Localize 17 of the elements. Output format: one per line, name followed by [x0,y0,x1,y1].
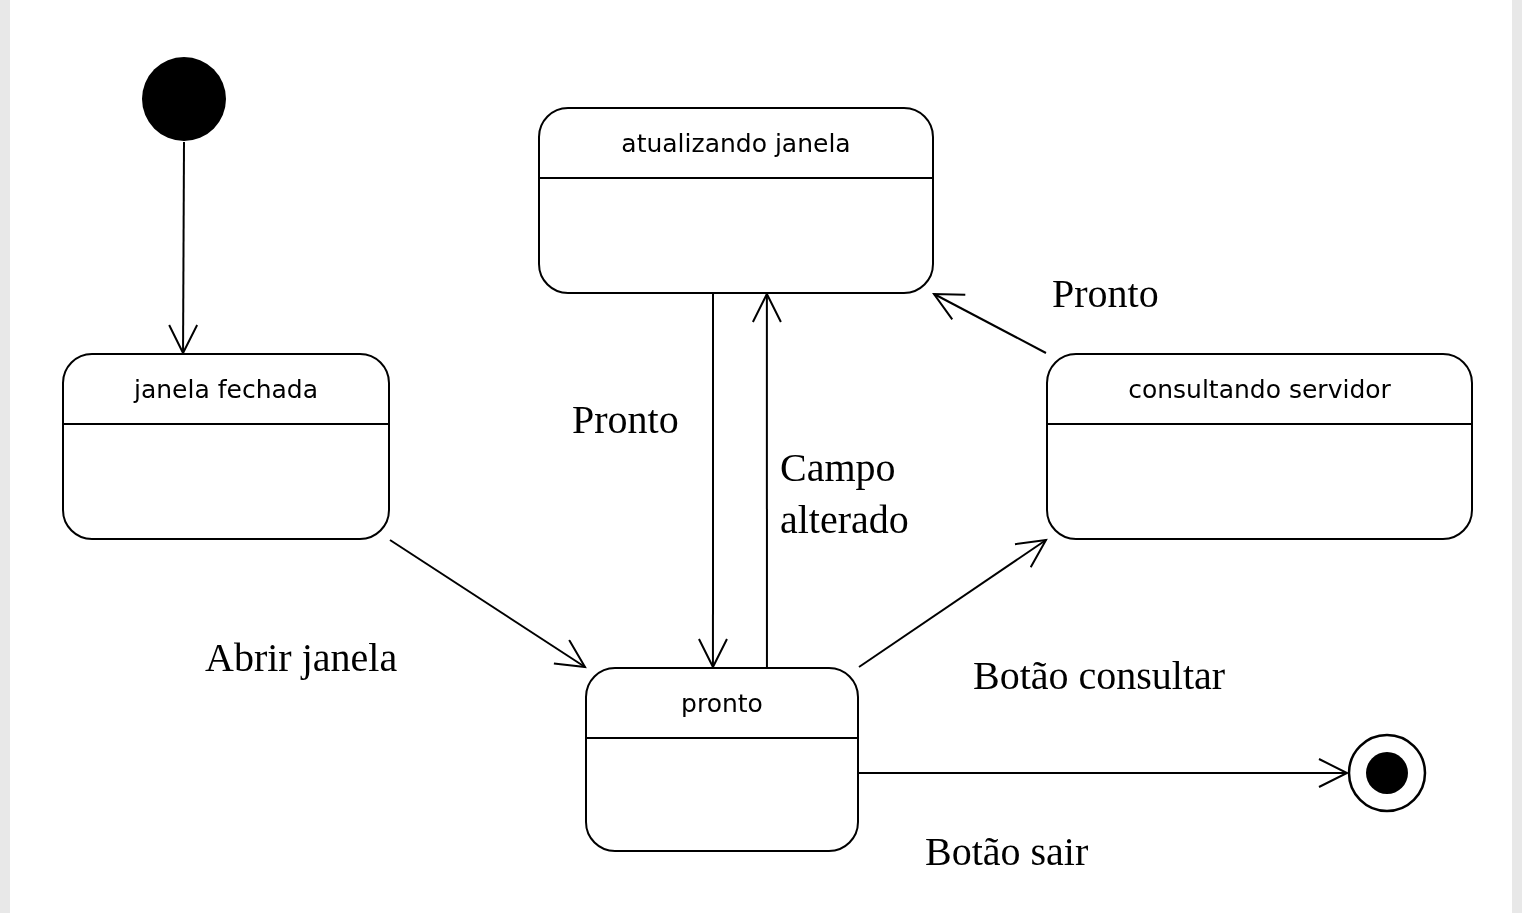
transition-arrow [858,758,1348,788]
state-name: atualizando janela [621,128,851,158]
state-box [62,353,390,540]
transition-arrow [933,293,1047,354]
state-box [538,107,934,294]
initial-state-dot [141,56,227,142]
final-state-symbol [1347,733,1427,813]
state-box [585,667,859,852]
transition-arrow [751,293,782,668]
transition-arrow [697,293,728,668]
transition-arrow [389,539,586,668]
state-name: janela fechada [134,374,318,404]
state-name: pronto [681,688,763,718]
state-box [1046,353,1473,540]
transition-arrow [858,539,1047,668]
state-name: consultando servidor [1128,374,1391,404]
transition-arrow [168,141,199,354]
